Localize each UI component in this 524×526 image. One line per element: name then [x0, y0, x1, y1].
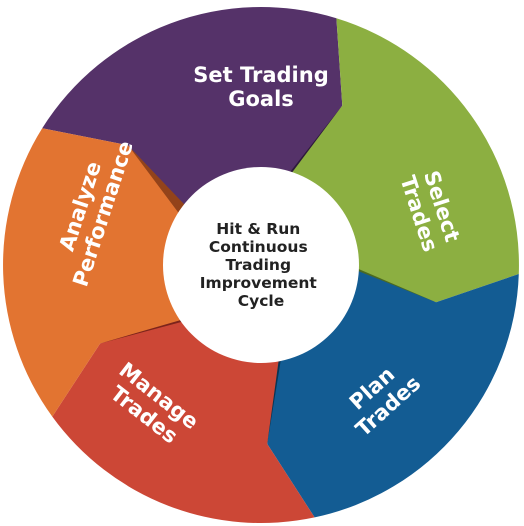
- analyze-performance-segment: [3, 128, 189, 417]
- set-trading-goals-label-line-1: Set Trading: [193, 63, 328, 87]
- center-title-line-2: Continuous: [209, 238, 308, 256]
- manage-trades-segment: [52, 317, 315, 524]
- center-title-line-4: Improvement: [200, 274, 318, 292]
- set-trading-goals-shadow: [286, 105, 343, 179]
- center-title-line-3: Trading: [226, 256, 292, 274]
- select-trades-shadow: [353, 266, 437, 303]
- center-circle: [163, 167, 359, 363]
- center-title-line-5: Cycle: [238, 292, 285, 310]
- center-title-line-1: Hit & Run: [216, 220, 300, 238]
- set-trading-goals-segment: [42, 7, 343, 218]
- analyze-performance-shadow: [128, 145, 187, 218]
- set-trading-goals-label-line-2: Goals: [228, 87, 294, 111]
- center-title: Hit & Run Continuous Trading Improvement…: [200, 220, 322, 310]
